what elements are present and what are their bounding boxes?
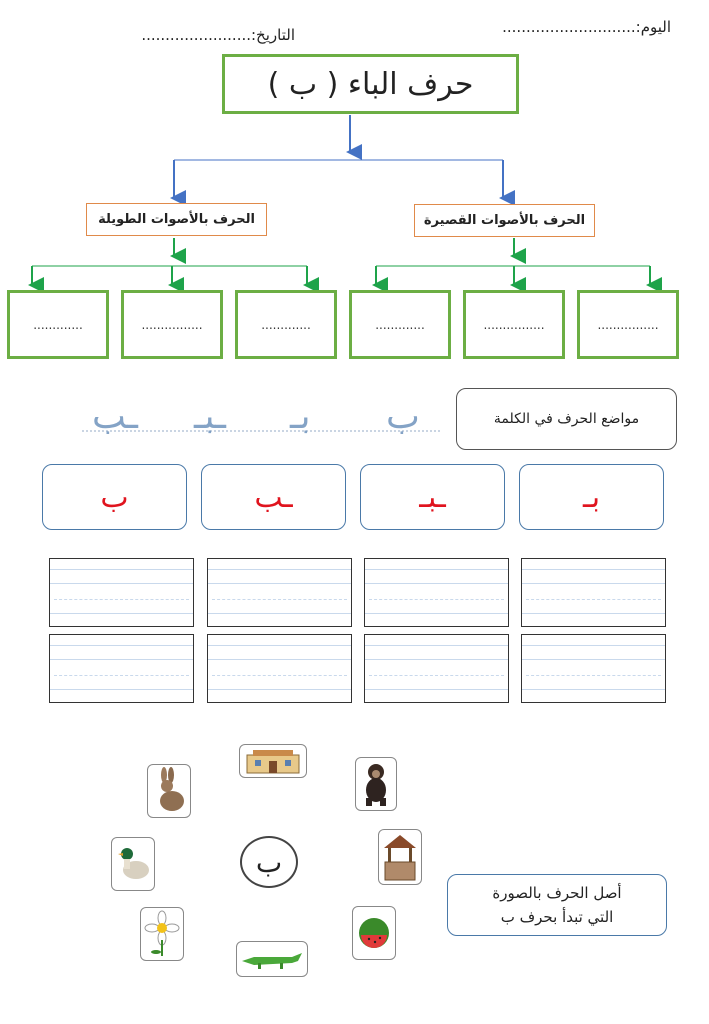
matching-instruction: أصل الحرف بالصورة التي تبدأ بحرف ب — [447, 874, 667, 936]
long-vowels-box: الحرف بالأصوات الطويلة — [86, 203, 267, 236]
monkey-icon[interactable] — [355, 757, 397, 811]
day-field: اليوم:............................ — [502, 18, 671, 36]
trace-baseline — [82, 430, 442, 432]
trace-letter: بـ — [290, 396, 311, 437]
form-medial: ـبـ — [360, 464, 505, 530]
form-initial: بـ — [519, 464, 664, 530]
instruction-line: أصل الحرف بالصورة — [492, 884, 622, 902]
page-title: حرف الباء ( ب ) — [222, 54, 519, 114]
trace-letter: ـب — [92, 396, 138, 437]
form-final: ـب — [201, 464, 346, 530]
answer-slot[interactable]: ............. — [235, 290, 337, 359]
writing-box[interactable] — [207, 634, 352, 703]
rabbit-icon[interactable] — [147, 764, 191, 818]
well-icon[interactable] — [378, 829, 422, 885]
day-blank[interactable]: ............................ — [502, 18, 636, 36]
form-isolated: ب — [42, 464, 187, 530]
writing-box[interactable] — [521, 634, 666, 703]
short-vowels-box: الحرف بالأصوات القصيرة — [414, 204, 595, 237]
center-letter[interactable]: ب — [240, 836, 298, 888]
writing-box[interactable] — [49, 558, 194, 627]
answer-slot[interactable]: ................ — [577, 290, 679, 359]
date-field: التاريخ:....................... — [141, 26, 295, 44]
answer-slot[interactable]: ............. — [349, 290, 451, 359]
connector-tree — [28, 115, 662, 293]
writing-box[interactable] — [364, 634, 509, 703]
writing-box[interactable] — [207, 558, 352, 627]
date-label: التاريخ: — [251, 26, 295, 44]
watermelon-icon[interactable] — [352, 906, 396, 960]
trace-letter: ـبـ — [194, 396, 226, 437]
writing-box[interactable] — [521, 558, 666, 627]
house-icon[interactable] — [239, 744, 307, 778]
answer-slot[interactable]: ............. — [7, 290, 109, 359]
trace-letter: ب — [386, 396, 420, 437]
instruction-line: التي تبدأ بحرف ب — [500, 908, 614, 926]
writing-box[interactable] — [49, 634, 194, 703]
day-label: اليوم: — [635, 18, 671, 36]
duck-icon[interactable] — [111, 837, 155, 891]
crocodile-icon[interactable] — [236, 941, 308, 977]
answer-slot[interactable]: ................ — [121, 290, 223, 359]
writing-box[interactable] — [364, 558, 509, 627]
date-blank[interactable]: ....................... — [141, 26, 251, 44]
letter-positions-label: مواضع الحرف في الكلمة — [456, 388, 677, 450]
flower-icon[interactable] — [140, 907, 184, 961]
answer-slot[interactable]: ................ — [463, 290, 565, 359]
